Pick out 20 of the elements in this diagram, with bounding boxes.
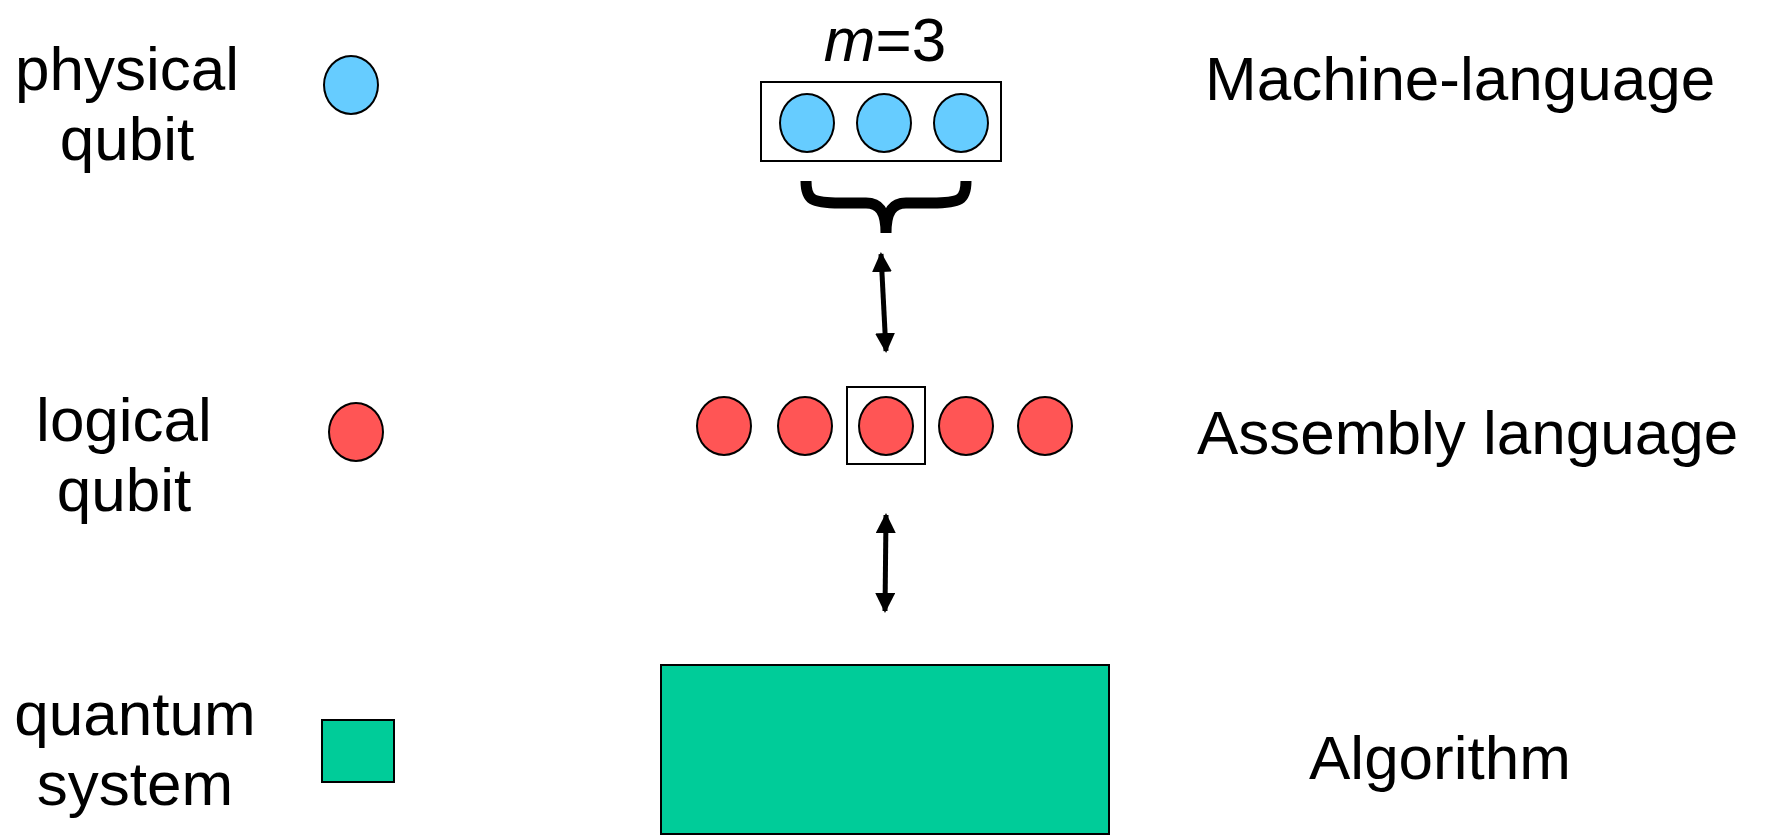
double-arrow — [871, 252, 896, 353]
qubit-circle — [696, 396, 752, 456]
qubit-circle — [938, 396, 994, 456]
level-label: Algorithm — [1309, 723, 1571, 793]
qubit-circle — [933, 93, 989, 153]
system-rectangle — [660, 664, 1110, 835]
level-label: Machine-language — [1205, 44, 1716, 114]
level-label: Assembly language — [1197, 398, 1739, 468]
legend-text: logical qubit — [35, 385, 213, 525]
double-arrow — [875, 513, 896, 613]
parameter-label: m=3 — [823, 5, 947, 75]
qubit-circle — [1017, 396, 1073, 456]
outline-box — [760, 81, 1002, 162]
qubit-circle — [856, 93, 912, 153]
legend-text: physical qubit — [14, 34, 240, 174]
outline-box — [846, 386, 926, 465]
qubit-circle — [777, 396, 833, 456]
qubit-circle — [779, 93, 835, 153]
qubit-circle — [858, 396, 914, 456]
legend-text: quantum system — [13, 679, 257, 819]
